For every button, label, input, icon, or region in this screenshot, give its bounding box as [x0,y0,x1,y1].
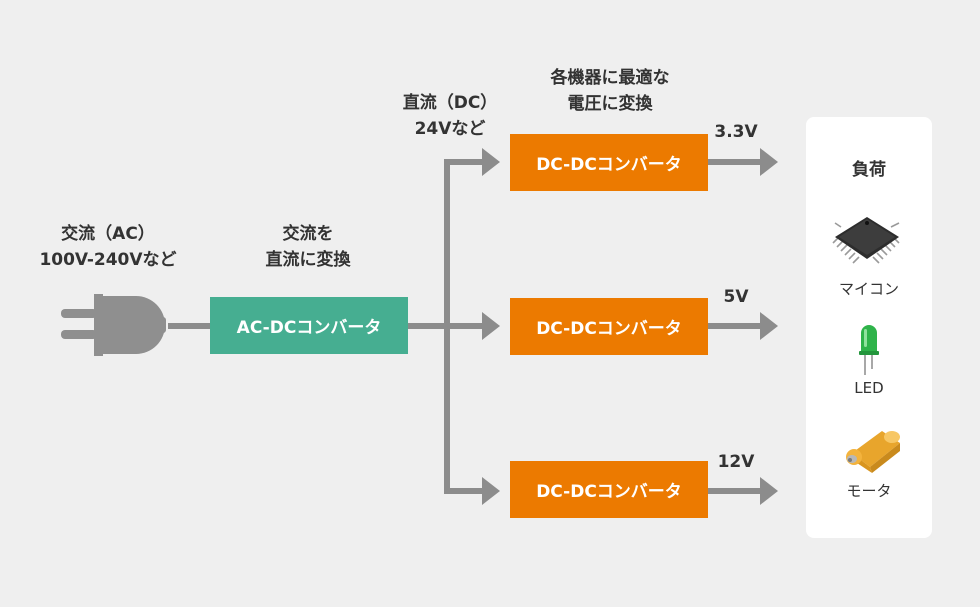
microcontroller-chip-icon [832,217,900,264]
arrowhead [760,312,778,340]
load-item-label: マイコン [838,280,899,298]
output-voltage-label: 12V [717,452,755,472]
load-item-label: LED [854,379,884,397]
arrowhead [482,312,500,340]
motor-icon [846,431,900,473]
arrowhead [760,148,778,176]
output-voltage-label: 3.3V [714,122,758,142]
dcdc-caption: 各機器に最適な 電圧に変換 [520,65,700,117]
acdc-caption-line2: 直流に変換 [265,250,351,270]
output-voltage-label: 5V [723,287,749,307]
arrowhead [482,148,500,176]
dcdc-converter-box: DC-DCコンバータ [510,134,708,191]
acdc-converter-box: AC-DCコンバータ [210,297,408,354]
dcdc-converter-box: DC-DCコンバータ [510,298,708,355]
loads-panel: 負荷 マイコン LED [806,117,932,538]
dcdc-caption-line1: 各機器に最適な [550,68,670,88]
dc-bus-label-line1: 直流（DC） [402,93,498,113]
dcdc-caption-line2: 電圧に変換 [567,94,653,114]
arrowhead [760,477,778,505]
acdc-caption: 交流を 直流に変換 [238,221,378,273]
dc-bus-label-line2: 24Vなど [414,119,486,139]
load-item-label: モータ [846,482,892,500]
plug-icon [61,294,166,356]
arrowhead [482,477,500,505]
ac-source-label-line2: 100V-240Vなど [39,250,177,270]
acdc-caption-line1: 交流を [282,224,334,244]
ac-source-label-line1: 交流（AC） [61,224,155,244]
led-icon [859,325,879,375]
dcdc-converter-box: DC-DCコンバータ [510,461,708,518]
ac-source-label: 交流（AC） 100V-240Vなど [38,221,178,273]
dc-bus-label: 直流（DC） 24Vなど [380,90,520,142]
loads-title: 負荷 [852,160,886,180]
